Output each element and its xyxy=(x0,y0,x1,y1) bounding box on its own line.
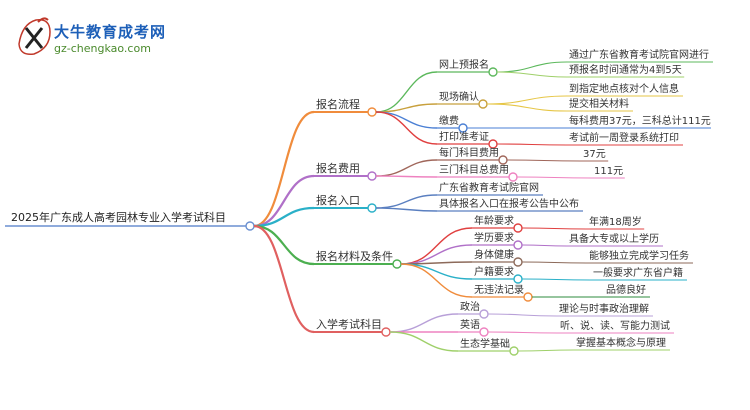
subtopic-label: 户籍要求 xyxy=(474,265,514,278)
subtopic-connector xyxy=(375,111,438,145)
subtopic-collapse-toggle[interactable] xyxy=(498,155,508,165)
subtopic-collapse-toggle[interactable] xyxy=(513,223,523,233)
subtopic-collapse-toggle[interactable] xyxy=(488,67,498,77)
subtopic-connector xyxy=(375,71,438,113)
leaf-label: 具备大专或以上学历 xyxy=(569,232,659,245)
leaf-connector xyxy=(496,61,568,73)
subtopic-label: 广东省教育考试院官网 xyxy=(439,181,539,194)
subtopic-label: 具体报名入口在报考公告中公布 xyxy=(439,197,579,210)
leaf-connector xyxy=(487,331,559,334)
leaf-label: 111元 xyxy=(594,166,623,177)
leaf-connector xyxy=(506,159,582,162)
branch-collapse-toggle[interactable] xyxy=(367,107,377,117)
subtopic-connector xyxy=(389,331,459,352)
leaf-label: 考试前一周登录系统打印 xyxy=(569,131,679,144)
branch-connector xyxy=(253,174,315,228)
subtopic-label: 缴费 xyxy=(439,114,459,127)
leaf-label: 掌握基本概念与原理 xyxy=(576,336,666,349)
subtopic-collapse-toggle[interactable] xyxy=(513,274,523,284)
leaf-label: 理论与时事政治理解 xyxy=(559,302,649,315)
subtopic-collapse-toggle[interactable] xyxy=(488,139,498,149)
branch-connector xyxy=(253,206,315,228)
leaf-label: 每科费用37元，三科总计111元 xyxy=(569,114,711,127)
branch-label: 报名材料及条件 xyxy=(316,249,393,263)
subtopic-label: 网上预报名 xyxy=(439,58,489,71)
branch-label: 报名费用 xyxy=(316,161,360,175)
leaf-label: 能够独立完成学习任务 xyxy=(589,249,689,262)
subtopic-connector xyxy=(375,159,438,177)
branch-collapse-toggle[interactable] xyxy=(367,203,377,213)
subtopic-label: 每门科目费用 xyxy=(439,146,499,159)
leaf-connector xyxy=(486,103,568,112)
subtopic-connector xyxy=(375,207,438,212)
subtopic-connector xyxy=(400,244,473,265)
branch-collapse-toggle[interactable] xyxy=(367,171,377,181)
leaf-label: 到指定地点核对个人信息 xyxy=(569,82,679,95)
leaf-connector xyxy=(521,227,588,230)
subtopic-collapse-toggle[interactable] xyxy=(513,240,523,250)
root-node-label: 2025年广东成人高考园林专业入学考试科目 xyxy=(11,210,226,224)
branch-collapse-toggle[interactable] xyxy=(381,327,391,337)
leaf-connector xyxy=(496,143,568,146)
leaf-label: 提交相关材料 xyxy=(569,97,629,110)
leaf-label: 年满18周岁 xyxy=(589,215,642,228)
subtopic-connector xyxy=(375,175,438,178)
subtopic-connector xyxy=(389,313,459,333)
branch-label: 报名入口 xyxy=(316,193,360,207)
leaf-connector xyxy=(516,176,593,179)
branch-label: 入学考试科目 xyxy=(316,317,382,331)
subtopic-collapse-toggle[interactable] xyxy=(509,346,519,356)
subtopic-collapse-toggle[interactable] xyxy=(508,172,518,182)
subtopic-label: 无违法记录 xyxy=(474,283,524,296)
subtopic-label: 政治 xyxy=(460,300,480,313)
subtopic-collapse-toggle[interactable] xyxy=(523,292,533,302)
bull-logo-icon xyxy=(18,17,51,56)
subtopic-label: 年龄要求 xyxy=(474,214,514,227)
subtopic-connector xyxy=(375,111,438,129)
logo-title: 大牛教育成考网 xyxy=(54,23,167,41)
branch-connector xyxy=(253,224,315,266)
site-logo[interactable]: 大牛教育成考网 gz-chengkao.com xyxy=(14,14,174,60)
branch-connector xyxy=(253,110,315,228)
subtopic-collapse-toggle[interactable] xyxy=(479,309,489,319)
leaf-connector xyxy=(496,71,568,78)
subtopic-label: 现场确认 xyxy=(439,90,479,103)
subtopic-label: 英语 xyxy=(460,318,480,331)
leaf-connector xyxy=(521,244,568,247)
subtopic-collapse-toggle[interactable] xyxy=(513,257,523,267)
subtopic-collapse-toggle[interactable] xyxy=(479,327,489,337)
leaf-label: 听、说、读、写能力测试 xyxy=(560,319,670,332)
subtopic-label: 身体健康 xyxy=(474,248,514,261)
subtopic-label: 学历要求 xyxy=(474,231,514,244)
subtopic-connector xyxy=(375,194,438,209)
leaf-label: 37元 xyxy=(583,149,606,160)
branch-label: 报名流程 xyxy=(316,97,360,111)
leaf-connector xyxy=(487,313,558,317)
logo-subtitle: gz-chengkao.com xyxy=(54,42,151,55)
subtopic-label: 三门科目总费用 xyxy=(439,163,509,176)
leaf-connector xyxy=(486,95,568,105)
leaf-connector xyxy=(521,278,592,281)
leaf-connector xyxy=(517,349,575,352)
branch-collapse-toggle[interactable] xyxy=(392,259,402,269)
leaf-label: 品德良好 xyxy=(606,283,646,296)
branch-connector xyxy=(253,224,315,334)
leaf-label: 一般要求广东省户籍 xyxy=(593,266,683,279)
root-collapse-toggle[interactable] xyxy=(245,221,255,231)
subtopic-label: 生态学基础 xyxy=(460,337,510,350)
subtopic-connector xyxy=(400,263,473,280)
subtopic-collapse-toggle[interactable] xyxy=(458,123,468,133)
leaf-label: 预报名时间通常为4到5天 xyxy=(569,63,682,76)
leaf-label: 通过广东省教育考试院官网进行 xyxy=(569,48,709,61)
subtopic-connector xyxy=(400,263,473,298)
leaf-connector xyxy=(521,261,588,264)
subtopic-label: 打印准考证 xyxy=(439,130,489,143)
subtopic-collapse-toggle[interactable] xyxy=(478,99,488,109)
